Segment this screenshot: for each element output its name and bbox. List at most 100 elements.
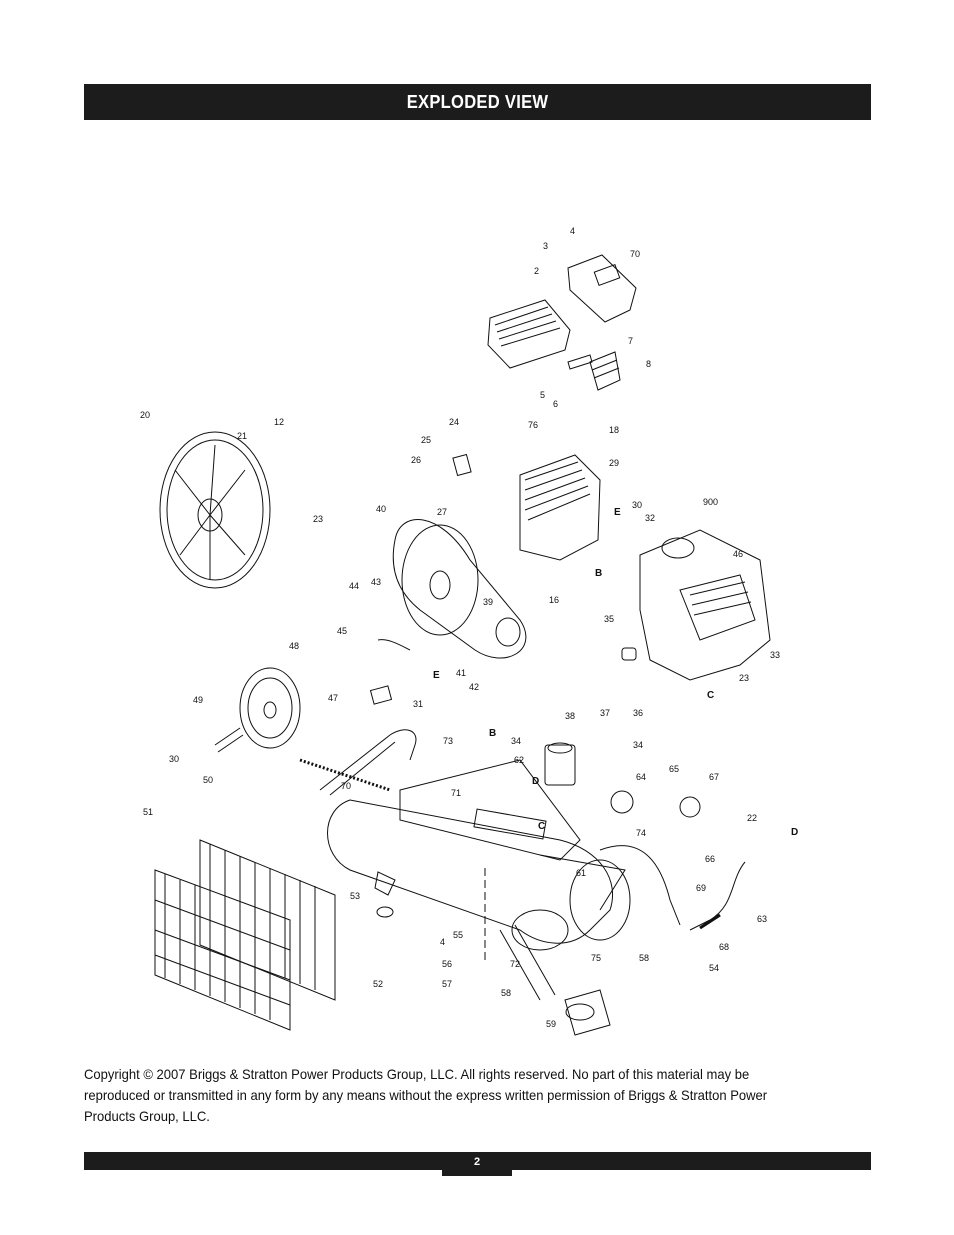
part-label: 49	[193, 695, 203, 705]
part-label: 39	[483, 597, 493, 607]
part-label: 22	[747, 813, 757, 823]
part-label: 7	[628, 336, 633, 346]
connection-flag: C	[538, 821, 545, 832]
page-number: 2	[473, 1156, 481, 1168]
part-label: 57	[442, 979, 452, 989]
part-label: 68	[719, 942, 729, 952]
connection-flag: B	[595, 568, 602, 579]
part-label: 29	[609, 458, 619, 468]
part-label: 21	[237, 431, 247, 441]
tank-handle	[319, 729, 417, 791]
part-label: 61	[576, 868, 586, 878]
cylinder-head	[487, 299, 571, 369]
part-label: 73	[443, 736, 453, 746]
part-label: 45	[337, 626, 347, 636]
part-label: 27	[437, 507, 447, 517]
part-label: 4	[570, 226, 575, 236]
part-label: 23	[313, 514, 323, 524]
part-label: 41	[456, 668, 466, 678]
part-label: 18	[609, 425, 619, 435]
frame-plate	[399, 759, 581, 861]
part-label: 71	[451, 788, 461, 798]
part-label: 900	[703, 497, 718, 507]
part-label: 72	[510, 959, 520, 969]
shroud-plate	[593, 264, 621, 286]
drive-belt	[392, 519, 527, 659]
part-label: 38	[565, 711, 575, 721]
part-label: 62	[514, 755, 524, 765]
part-label: 55	[453, 930, 463, 940]
part-label: 54	[709, 963, 719, 973]
part-label: 59	[546, 1019, 556, 1029]
part-label: 23	[739, 673, 749, 683]
part-label: 34	[511, 736, 521, 746]
part-label: 4	[440, 937, 445, 947]
connection-flag: D	[791, 827, 798, 838]
flywheel-pulley	[159, 431, 271, 589]
pump-block	[519, 454, 601, 561]
part-label: 76	[528, 420, 538, 430]
connection-flag: E	[433, 670, 440, 681]
part-label: 52	[373, 979, 383, 989]
air-tank	[327, 799, 614, 944]
part-label: 40	[376, 504, 386, 514]
part-label: 2	[534, 266, 539, 276]
gasket	[567, 354, 593, 370]
part-label: 67	[709, 772, 719, 782]
part-label: 48	[289, 641, 299, 651]
part-label: 51	[143, 807, 153, 817]
part-label: 26	[411, 455, 421, 465]
part-label: 65	[669, 764, 679, 774]
regulator	[544, 744, 576, 786]
part-label: 8	[646, 359, 651, 369]
part-label: 66	[705, 854, 715, 864]
connection-flag: E	[614, 507, 621, 518]
part-label: 64	[636, 772, 646, 782]
part-label: 58	[501, 988, 511, 998]
header-bar: EXPLODED VIEW	[84, 84, 871, 120]
engine	[639, 529, 771, 681]
part-label: 44	[349, 581, 359, 591]
part-label: 74	[636, 828, 646, 838]
connection-flag: D	[532, 776, 539, 787]
belt-guard-cage	[154, 839, 336, 1031]
part-label: 32	[645, 513, 655, 523]
connection-flag: B	[489, 728, 496, 739]
part-label: 30	[632, 500, 642, 510]
part-label: 58	[639, 953, 649, 963]
part-label: 70	[341, 781, 351, 791]
valve-plate	[589, 351, 621, 391]
part-label: 53	[350, 891, 360, 901]
part-label: 6	[553, 399, 558, 409]
part-label: 36	[633, 708, 643, 718]
part-label: 75	[591, 953, 601, 963]
shroud-cover	[567, 254, 637, 323]
part-label: 37	[600, 708, 610, 718]
part-label: 42	[469, 682, 479, 692]
page-title: EXPLODED VIEW	[406, 92, 549, 112]
part-label: 43	[371, 577, 381, 587]
part-label: 46	[733, 549, 743, 559]
part-label: 70	[630, 249, 640, 259]
copyright-notice: Copyright © 2007 Briggs & Stratton Power…	[84, 1066, 768, 1124]
part-label: 24	[449, 417, 459, 427]
part-label: 35	[604, 614, 614, 624]
part-label: 33	[770, 650, 780, 660]
part-label: 63	[757, 914, 767, 924]
part-label: 20	[140, 410, 150, 420]
part-label: 5	[540, 390, 545, 400]
part-label: 47	[328, 693, 338, 703]
wheel	[239, 667, 301, 749]
part-label: 56	[442, 959, 452, 969]
part-label: 25	[421, 435, 431, 445]
connection-flag: C	[707, 690, 714, 701]
part-label: 16	[549, 595, 559, 605]
part-label: 30	[169, 754, 179, 764]
part-label: 3	[543, 241, 548, 251]
page-number-tab	[442, 1152, 512, 1176]
part-label: 12	[274, 417, 284, 427]
part-label: 50	[203, 775, 213, 785]
part-label: 69	[696, 883, 706, 893]
